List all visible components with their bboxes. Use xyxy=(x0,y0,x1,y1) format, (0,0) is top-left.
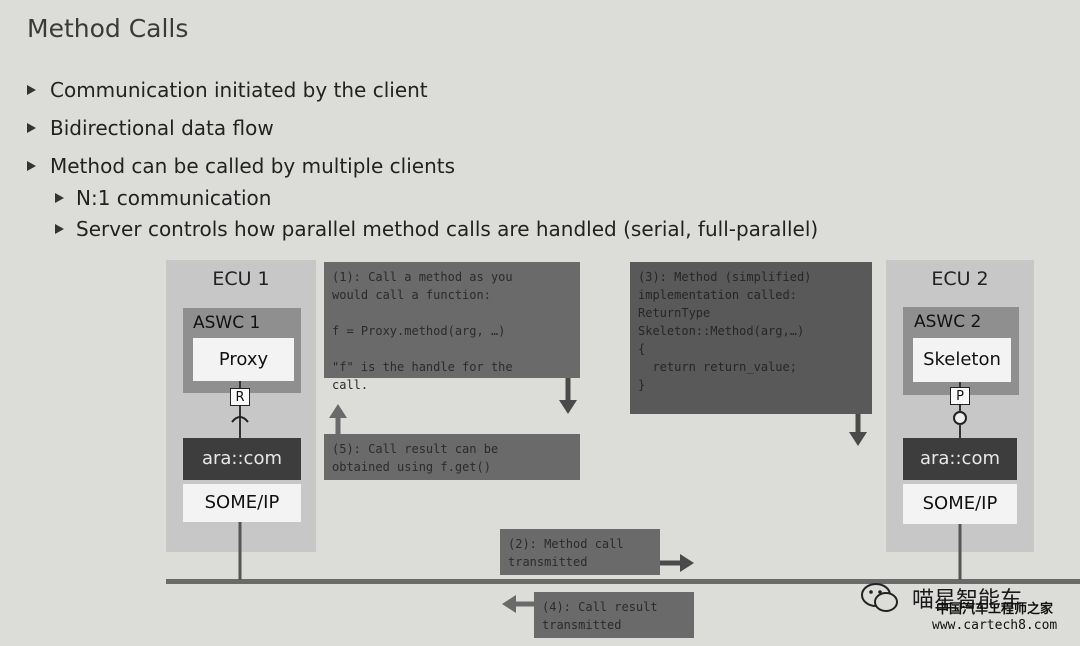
ecu1-label: ECU 1 xyxy=(212,268,270,290)
note-step2: (2): Method call transmitted xyxy=(500,529,660,575)
proxy-box: Proxy xyxy=(193,338,294,381)
ecu1-someip: SOME/IP xyxy=(183,484,301,522)
note-step3: (3): Method (simplified) implementation … xyxy=(630,262,872,414)
ecu2-someip: SOME/IP xyxy=(903,484,1017,524)
watermark: 喵星智能车 中国汽车工程师之家 www.cartech8.com xyxy=(860,578,1075,642)
bullet-arrow-icon xyxy=(27,85,36,95)
wechat-icon xyxy=(861,583,898,612)
bullet-arrow-icon xyxy=(55,224,64,234)
ecu1-ara-com: ara::com xyxy=(183,438,301,480)
note-step4: (4): Call result transmitted xyxy=(534,592,694,638)
bullet-arrow-icon xyxy=(27,161,36,171)
bullet-2: Bidirectional data flow xyxy=(27,116,274,140)
ecu2-ara-com: ara::com xyxy=(903,438,1017,480)
sub-bullet-2: Server controls how parallel method call… xyxy=(55,217,818,241)
network-bus xyxy=(166,579,1080,584)
watermark-url: www.cartech8.com xyxy=(932,618,1058,633)
port-p: P xyxy=(950,387,970,405)
bullet-3: Method can be called by multiple clients xyxy=(27,154,455,178)
bullet-1: Communication initiated by the client xyxy=(27,78,428,102)
aswc1-label: ASWC 1 xyxy=(193,313,261,333)
note-step1: (1): Call a method as you would call a f… xyxy=(324,262,580,392)
watermark-sub: 中国汽车工程师之家 xyxy=(936,602,1054,617)
skeleton-box: Skeleton xyxy=(913,338,1011,382)
sub-bullet-1: N:1 communication xyxy=(55,186,271,210)
port-r: R xyxy=(230,388,250,406)
ecu2-label: ECU 2 xyxy=(931,268,989,290)
bullet-arrow-icon xyxy=(55,193,64,203)
aswc2-label: ASWC 2 xyxy=(914,312,982,332)
watermark-brand: 喵星智能车 xyxy=(912,588,1023,613)
bullet-arrow-icon xyxy=(27,123,36,133)
note-step5: (5): Call result can be obtained using f… xyxy=(324,434,580,480)
page-title: Method Calls xyxy=(27,14,189,43)
